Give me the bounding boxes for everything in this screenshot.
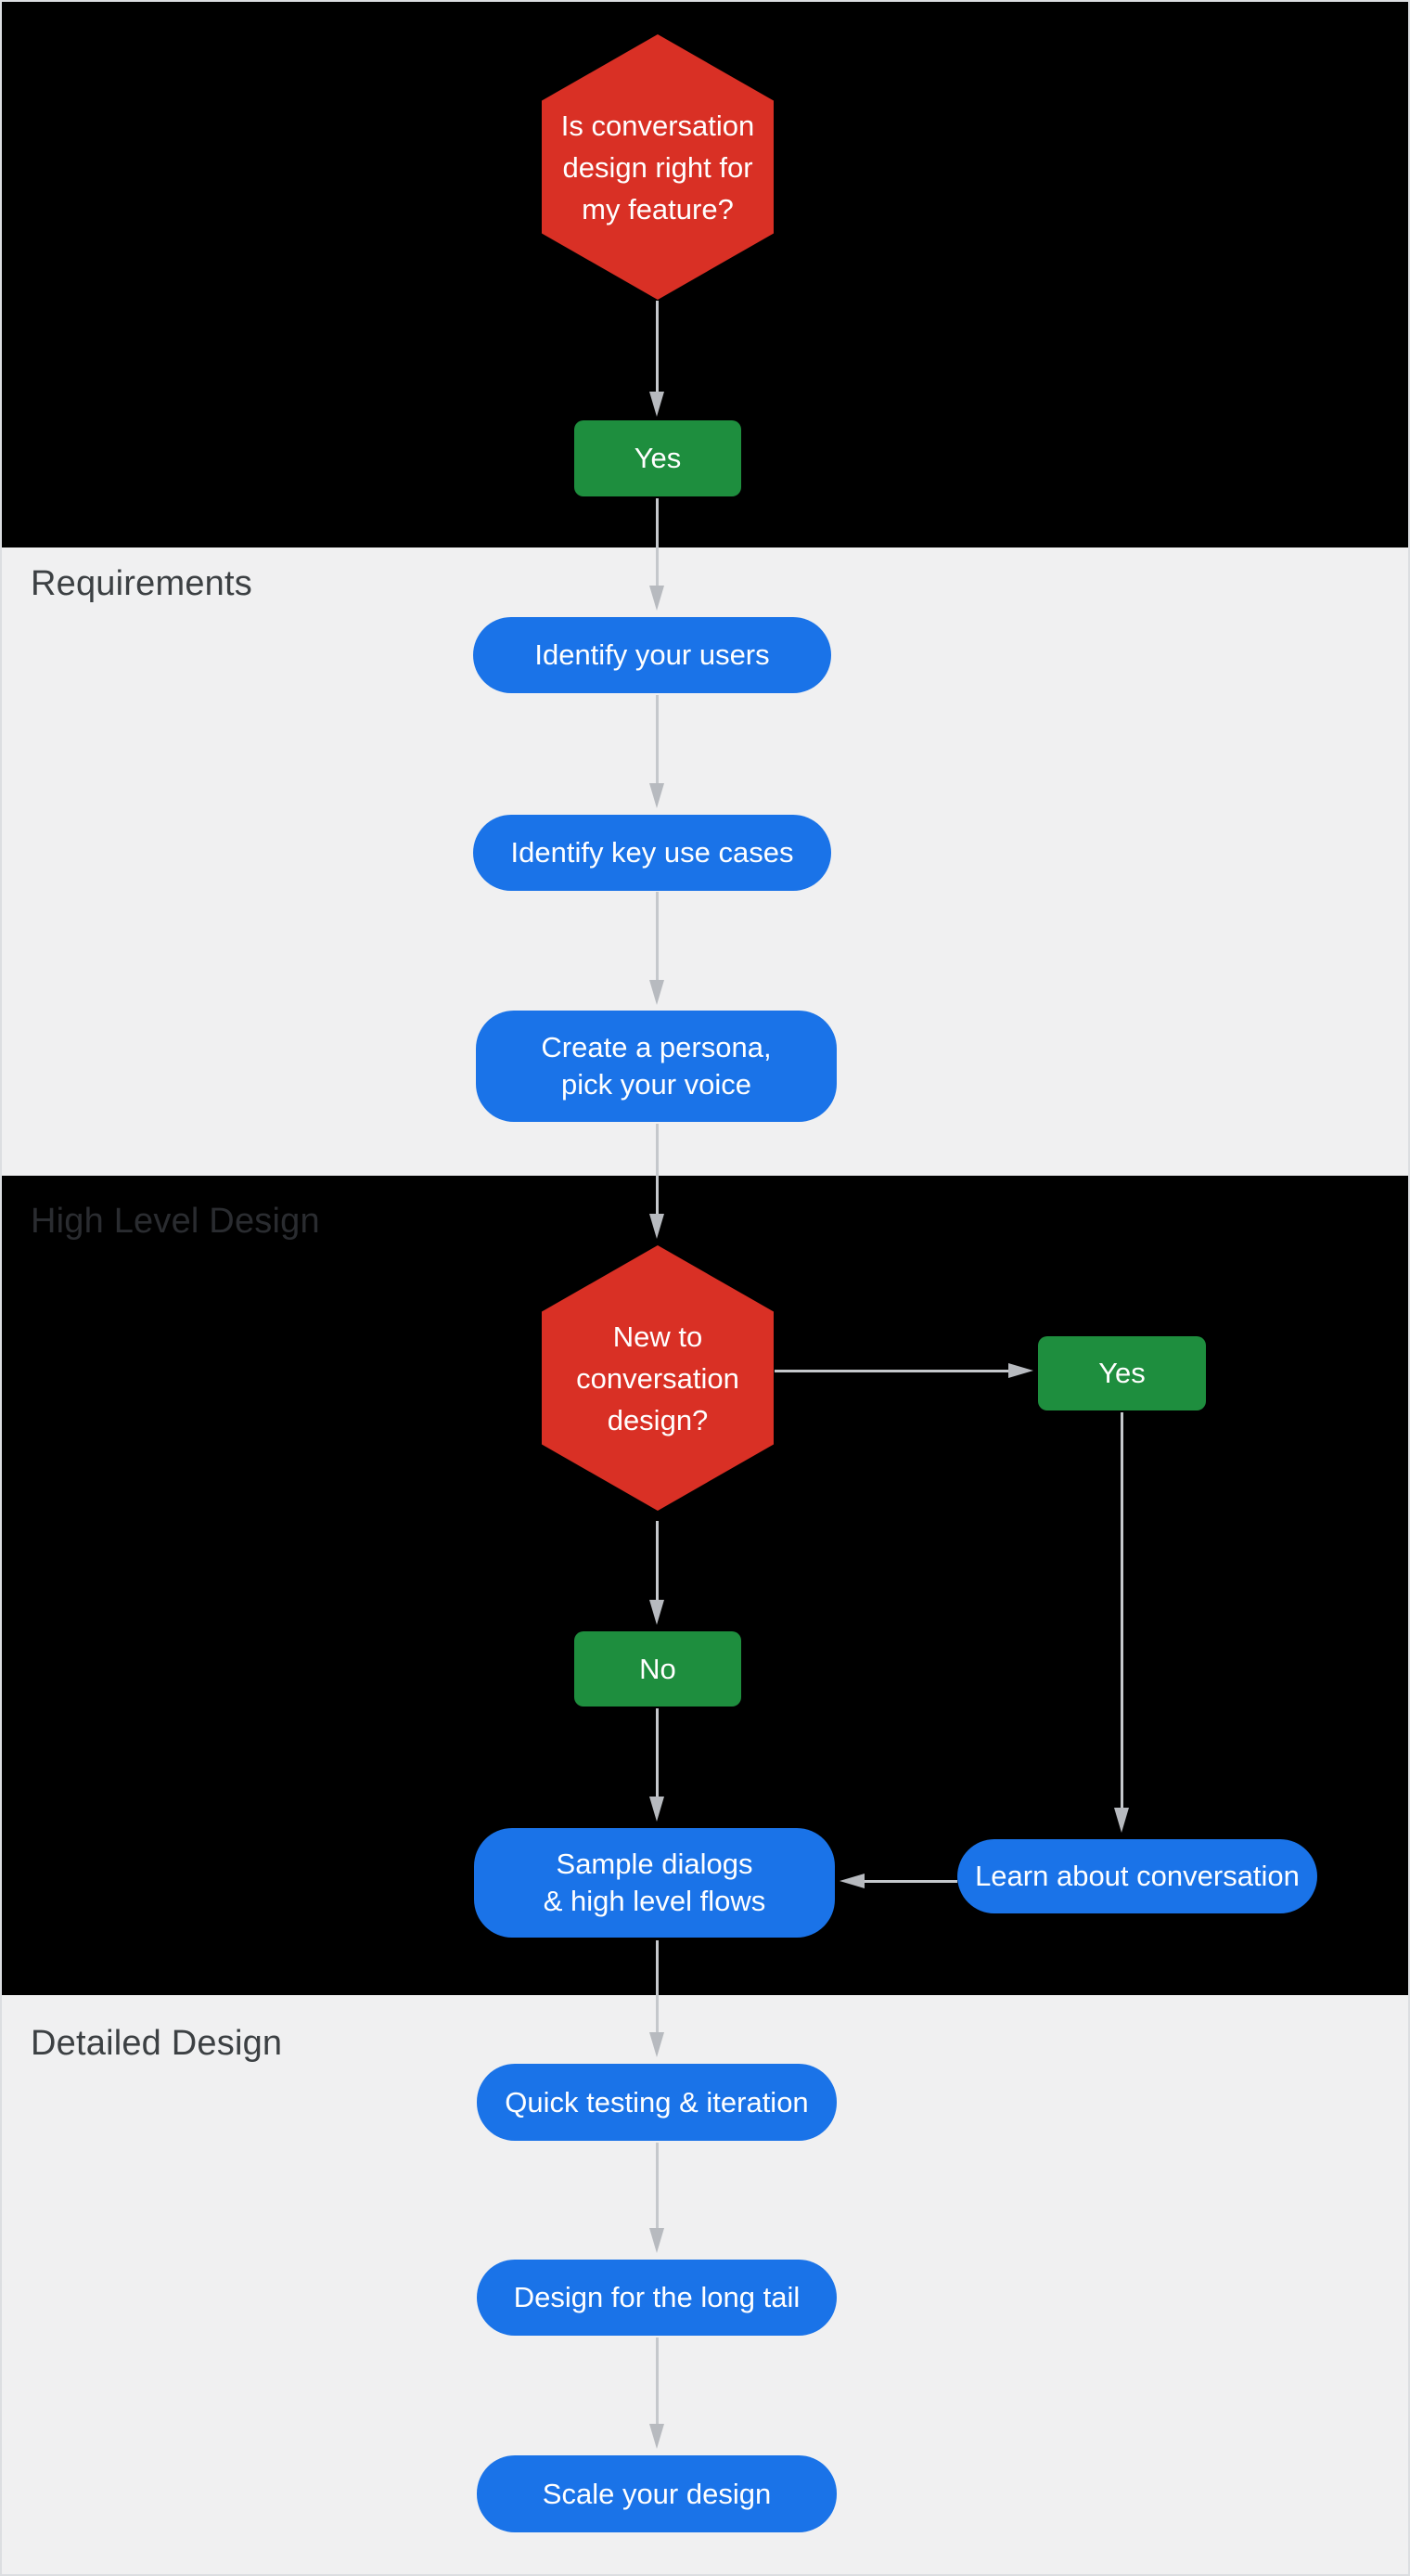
yes-button-top[interactable]: Yes <box>574 420 741 496</box>
arrow-line <box>656 1940 659 2032</box>
arrow-line <box>865 1880 957 1883</box>
step-label: Scale your design <box>542 2477 772 2510</box>
section-title-detailed-design: Detailed Design <box>31 2024 283 2063</box>
decision-is-conversation-design-right: Is conversation design right for my feat… <box>542 34 774 300</box>
decision-line: my feature? <box>582 192 734 225</box>
arrow-down-icon <box>649 783 664 808</box>
section-title-high-level-design: High Level Design <box>31 1202 320 1241</box>
step-label: Quick testing & iteration <box>505 2085 809 2119</box>
section-title-requirements: Requirements <box>31 564 252 603</box>
arrow-line <box>1121 1412 1123 1808</box>
arrow-down-icon <box>649 2032 664 2057</box>
step-quick-testing-iteration[interactable]: Quick testing & iteration <box>477 2064 837 2141</box>
step-label: Learn about conversation <box>975 1860 1300 1892</box>
step-line: pick your voice <box>560 1068 752 1101</box>
step-line: & high level flows <box>543 1885 766 1917</box>
arrow-down-icon <box>649 1214 664 1239</box>
arrow-left-icon <box>840 1874 865 1888</box>
yes-button-right[interactable]: Yes <box>1038 1336 1206 1410</box>
arrow-down-icon <box>649 586 664 611</box>
arrow-down-icon <box>1114 1808 1129 1833</box>
arrow-line <box>656 1521 659 1600</box>
arrow-line <box>656 695 659 783</box>
step-label: Design for the long tail <box>513 2281 801 2313</box>
step-identify-key-use-cases[interactable]: Identify key use cases <box>473 815 831 891</box>
step-label: Identify your users <box>534 638 770 671</box>
arrow-down-icon <box>649 1797 664 1822</box>
button-label: Yes <box>634 442 682 474</box>
arrow-line <box>656 2143 659 2228</box>
step-create-persona-pick-voice[interactable]: Create a persona, pick your voice <box>476 1011 837 1122</box>
arrow-down-icon <box>649 2424 664 2449</box>
arrow-line <box>656 1708 659 1797</box>
arrow-line <box>656 2338 659 2424</box>
decision-line: design? <box>607 1403 709 1436</box>
step-learn-about-conversation[interactable]: Learn about conversation <box>957 1839 1317 1913</box>
arrow-line <box>656 892 659 980</box>
step-line: Create a persona, <box>541 1031 772 1063</box>
arrow-line <box>656 1124 659 1214</box>
arrow-line <box>656 301 659 392</box>
arrow-down-icon <box>649 2228 664 2253</box>
step-line: Sample dialogs <box>556 1848 753 1880</box>
decision-line: Is conversation <box>560 109 755 142</box>
arrow-down-icon <box>649 392 664 417</box>
arrow-down-icon <box>649 1600 664 1625</box>
decision-line: New to <box>612 1320 703 1353</box>
step-identify-your-users[interactable]: Identify your users <box>473 617 831 693</box>
arrow-down-icon <box>649 980 664 1005</box>
arrow-line <box>775 1370 1008 1372</box>
step-scale-your-design[interactable]: Scale your design <box>477 2455 837 2532</box>
button-label: Yes <box>1098 1357 1146 1389</box>
button-label: No <box>639 1652 676 1685</box>
step-design-for-the-long-tail[interactable]: Design for the long tail <box>477 2260 837 2336</box>
arrow-line <box>656 498 659 586</box>
arrow-right-icon <box>1008 1363 1033 1378</box>
no-button[interactable]: No <box>574 1631 741 1707</box>
decision-line: design right for <box>562 150 753 184</box>
step-label: Identify key use cases <box>510 836 794 869</box>
decision-line: conversation <box>576 1361 739 1395</box>
step-sample-dialogs-high-level-flows[interactable]: Sample dialogs & high level flows <box>474 1828 835 1938</box>
